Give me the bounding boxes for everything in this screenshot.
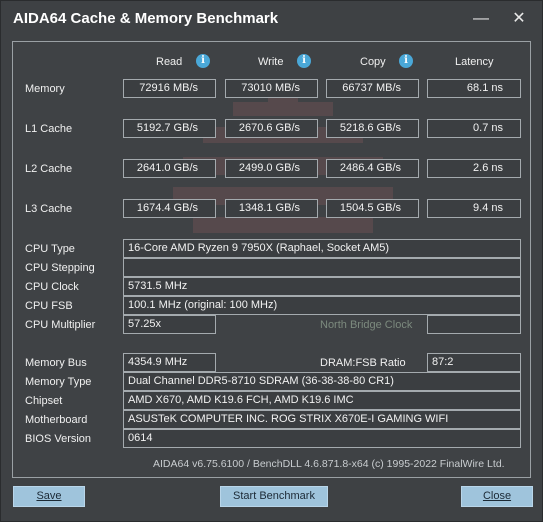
column-write: Write <box>258 56 284 68</box>
l1-write-value: 2670.6 GB/s <box>225 119 318 138</box>
column-copy: Copy <box>360 56 386 68</box>
cpu-fsb-value: 100.1 MHz (original: 100 MHz) <box>123 296 521 315</box>
l2-copy-value: 2486.4 GB/s <box>326 159 419 178</box>
chipset-value: AMD X670, AMD K19.6 FCH, AMD K19.6 IMC <box>123 391 521 410</box>
l1-read-value: 5192.7 GB/s <box>123 119 216 138</box>
copy-info-icon[interactable]: i <box>399 54 413 68</box>
row-label-memory: Memory <box>25 83 65 95</box>
cpu-stepping-label: CPU Stepping <box>25 262 95 274</box>
cpu-multiplier-value: 57.25x <box>123 315 216 334</box>
minimize-button[interactable]: — <box>473 10 489 27</box>
cpu-stepping-value <box>123 258 521 277</box>
close-button-label: Close <box>482 490 512 502</box>
chipset-label: Chipset <box>25 395 63 407</box>
version-footer: AIDA64 v6.75.6100 / BenchDLL 4.6.871.8-x… <box>153 458 505 470</box>
l2-read-value: 2641.0 GB/s <box>123 159 216 178</box>
results-panel: Read i Write i Copy i Latency Memory 729… <box>12 41 531 478</box>
title-bar[interactable]: AIDA64 Cache & Memory Benchmark — ✕ <box>1 1 542 37</box>
dram-fsb-ratio-value: 87:2 <box>427 353 521 372</box>
motherboard-value: ASUSTeK COMPUTER INC. ROG STRIX X670E-I … <box>123 410 521 429</box>
column-latency: Latency <box>455 56 494 68</box>
cpu-clock-label: CPU Clock <box>25 281 79 293</box>
memory-bus-label: Memory Bus <box>25 357 87 369</box>
motherboard-label: Motherboard <box>25 414 88 426</box>
l2-write-value: 2499.0 GB/s <box>225 159 318 178</box>
bios-version-label: BIOS Version <box>25 433 92 445</box>
cpu-type-label: CPU Type <box>25 243 75 255</box>
l1-copy-value: 5218.6 GB/s <box>326 119 419 138</box>
save-button-label: Save <box>36 490 62 502</box>
north-bridge-clock-value <box>427 315 521 334</box>
l3-latency-value: 9.4 ns <box>427 199 521 218</box>
memory-read-value: 72916 MB/s <box>123 79 216 98</box>
memory-write-value: 73010 MB/s <box>225 79 318 98</box>
row-label-l1-cache: L1 Cache <box>25 123 73 135</box>
memory-latency-value: 68.1 ns <box>427 79 521 98</box>
start-benchmark-button[interactable]: Start Benchmark <box>220 486 328 507</box>
l2-latency-value: 2.6 ns <box>427 159 521 178</box>
write-info-icon[interactable]: i <box>297 54 311 68</box>
cpu-clock-value: 5731.5 MHz <box>123 277 521 296</box>
cpu-type-value: 16-Core AMD Ryzen 9 7950X (Raphael, Sock… <box>123 239 521 258</box>
memory-type-value: Dual Channel DDR5-8710 SDRAM (36-38-38-8… <box>123 372 521 391</box>
cpu-fsb-label: CPU FSB <box>25 300 73 312</box>
row-label-l3-cache: L3 Cache <box>25 203 73 215</box>
memory-type-label: Memory Type <box>25 376 92 388</box>
close-window-button[interactable]: ✕ <box>512 10 526 27</box>
l1-latency-value: 0.7 ns <box>427 119 521 138</box>
column-read: Read <box>156 56 183 68</box>
l3-write-value: 1348.1 GB/s <box>225 199 318 218</box>
read-info-icon[interactable]: i <box>196 54 210 68</box>
memory-copy-value: 66737 MB/s <box>326 79 419 98</box>
memory-bus-value: 4354.9 MHz <box>123 353 216 372</box>
dram-fsb-ratio-label: DRAM:FSB Ratio <box>320 357 406 369</box>
north-bridge-clock-label: North Bridge Clock <box>320 319 413 331</box>
l3-read-value: 1674.4 GB/s <box>123 199 216 218</box>
bios-version-value: 0614 <box>123 429 521 448</box>
l3-copy-value: 1504.5 GB/s <box>326 199 419 218</box>
window-title: AIDA64 Cache & Memory Benchmark <box>13 10 279 27</box>
close-button[interactable]: Close <box>461 486 533 507</box>
row-label-l2-cache: L2 Cache <box>25 163 73 175</box>
save-button[interactable]: Save <box>13 486 85 507</box>
start-benchmark-label: Start Benchmark <box>233 490 315 502</box>
cpu-multiplier-label: CPU Multiplier <box>25 319 96 331</box>
